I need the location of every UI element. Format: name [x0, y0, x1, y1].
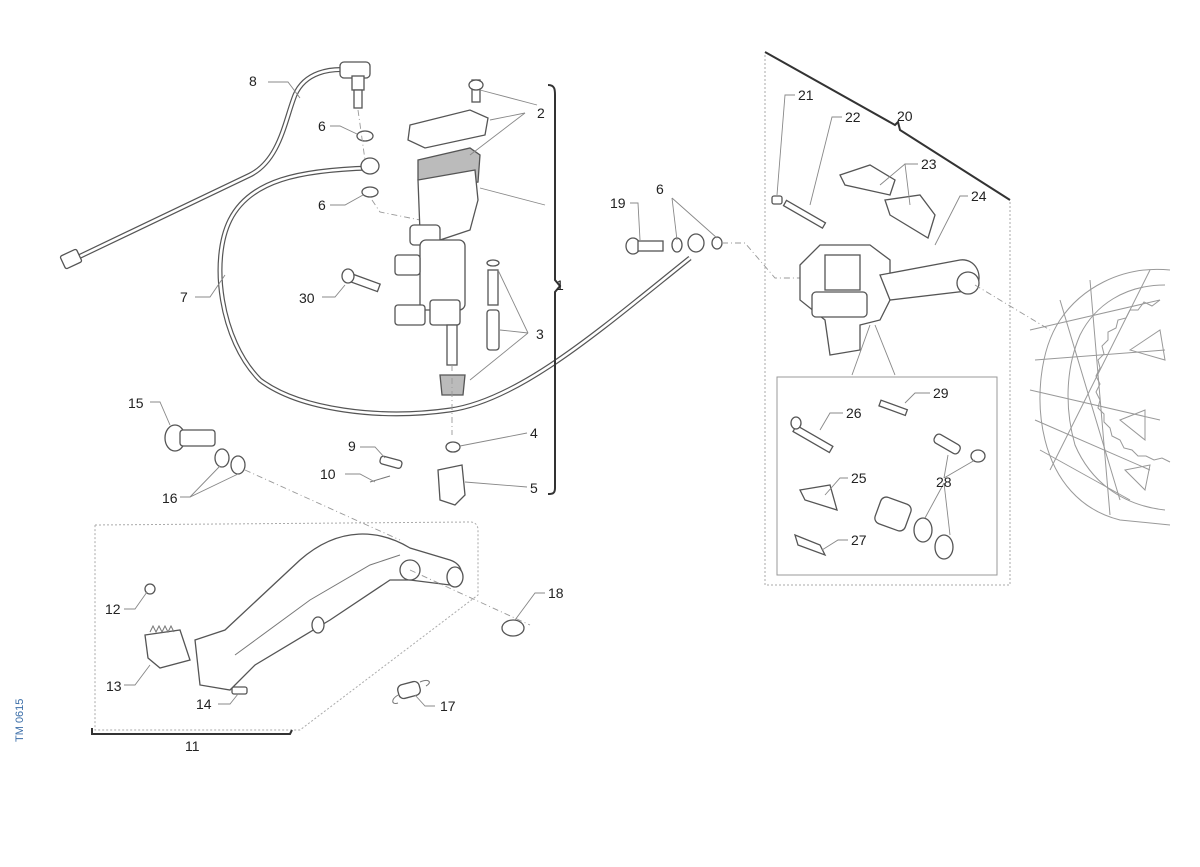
brace-group-20 [764, 51, 1011, 201]
callout-6-lower: 6 [318, 197, 326, 213]
clevis-5 [437, 464, 466, 506]
bolt-30 [341, 268, 381, 293]
seal-16b [230, 455, 246, 475]
callout-6-upper: 6 [318, 118, 326, 134]
pad-spring-27 [793, 533, 827, 557]
caliper-24 [799, 244, 980, 356]
seal-16a [214, 448, 230, 468]
spring-17 [392, 680, 430, 704]
brace-group-1 [547, 84, 562, 495]
callout-13: 13 [106, 678, 122, 694]
callout-1: 1 [556, 277, 564, 293]
callout-29: 29 [933, 385, 949, 401]
washer-4 [445, 441, 461, 453]
callout-14: 14 [196, 696, 212, 712]
callout-15: 15 [128, 395, 144, 411]
callout-4: 4 [530, 425, 538, 441]
callout-16: 16 [162, 490, 178, 506]
callout-10: 10 [320, 466, 336, 482]
rear-wheel-sprocket [1029, 268, 1171, 526]
brake-pedal [194, 533, 464, 691]
footpeg-13 [144, 624, 191, 669]
callout-8: 8 [249, 73, 257, 89]
bleed-screw-21 [771, 195, 783, 205]
callout-6-right: 6 [656, 181, 664, 197]
caliper-kit-box [776, 376, 998, 576]
callout-28: 28 [936, 474, 952, 490]
caliper-group-box [764, 55, 1011, 586]
connector-plug [59, 248, 83, 270]
callout-30: 30 [299, 290, 315, 306]
callout-3: 3 [536, 326, 544, 342]
washer-6-c [671, 237, 683, 253]
pin-26 [790, 416, 834, 454]
callout-24: 24 [971, 188, 987, 204]
bleeder-29 [878, 399, 909, 417]
callout-22: 22 [845, 109, 861, 125]
washer-6-upper [356, 130, 374, 142]
nut-12 [144, 583, 156, 595]
callout-23: 23 [921, 156, 937, 172]
callout-9: 9 [348, 438, 356, 454]
valve-spring-3 [486, 259, 500, 351]
washer-18 [501, 619, 525, 637]
pedal-group-box [94, 521, 479, 731]
callout-12: 12 [105, 601, 121, 617]
callout-11: 11 [185, 738, 200, 754]
brace-group-11 [91, 728, 293, 735]
washer-6-lower [361, 186, 379, 198]
master-cylinder [394, 79, 489, 396]
callout-21: 21 [798, 87, 814, 103]
spring-clip-25 [799, 484, 838, 511]
callout-19: 19 [610, 195, 626, 211]
callout-5: 5 [530, 480, 538, 496]
callout-25: 25 [851, 470, 867, 486]
pin-22 [782, 199, 827, 229]
pin-9 [379, 455, 403, 469]
screw-14 [231, 686, 248, 695]
slider-28 [933, 433, 986, 463]
callout-2: 2 [537, 105, 545, 121]
callout-17: 17 [440, 698, 456, 714]
switch-15 [164, 424, 216, 452]
hose-8 [59, 61, 371, 270]
piston-seals [874, 496, 954, 560]
callout-20: 20 [897, 108, 913, 124]
callout-leaders [124, 81, 976, 707]
callout-18: 18 [548, 585, 564, 601]
brake-pads-23 [839, 164, 936, 239]
callout-27: 27 [851, 532, 867, 548]
callout-26: 26 [846, 405, 862, 421]
hose-7 [217, 157, 705, 417]
washer-6-d [711, 236, 723, 250]
drawing-code: TM 0615 [14, 698, 26, 742]
callout-7: 7 [180, 289, 188, 305]
banjo-bolt-19 [625, 237, 664, 255]
